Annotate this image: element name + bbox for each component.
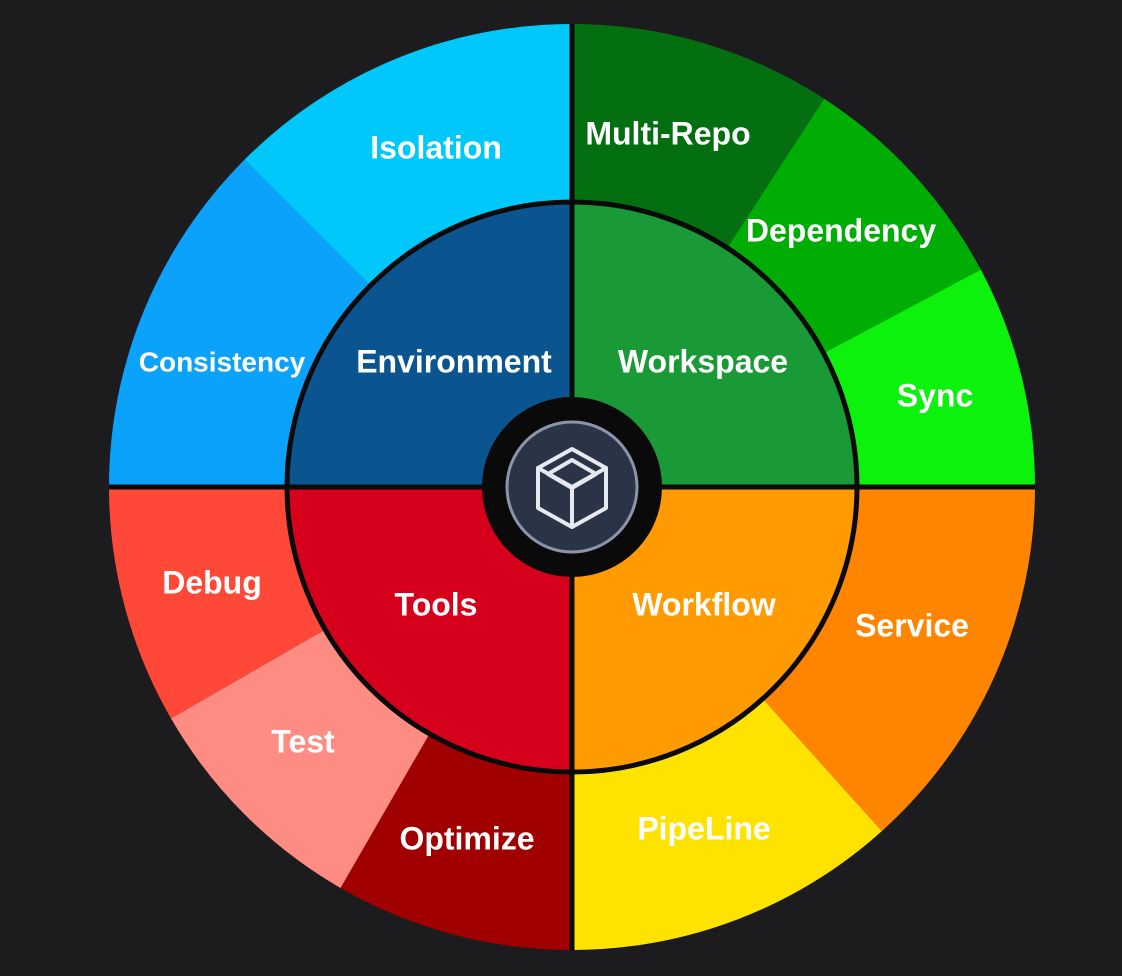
segment-test xyxy=(171,629,430,888)
cube-icon-stroke xyxy=(546,458,598,490)
segment-label: Test xyxy=(271,723,335,759)
center-hub xyxy=(482,397,662,577)
segment-dependency xyxy=(727,98,981,354)
inner-ring xyxy=(287,202,857,772)
segment-label: Debug xyxy=(162,564,262,600)
segment-optimize xyxy=(340,733,572,950)
segment-multi-repo xyxy=(572,24,825,248)
quadrant-workflow xyxy=(572,487,857,772)
cube-icon xyxy=(536,447,608,529)
segment-label: Isolation xyxy=(370,129,502,165)
segment-consistency xyxy=(109,159,371,487)
segment-service xyxy=(762,487,1035,832)
quadrant-tools xyxy=(287,487,572,772)
segment-debug xyxy=(109,487,326,719)
outer-ring xyxy=(109,24,1035,950)
segment-label: Sync xyxy=(897,377,973,413)
segment-label: Consistency xyxy=(139,346,306,377)
segment-label: Multi-Repo xyxy=(585,115,750,151)
quadrant-label: Environment xyxy=(356,343,552,379)
segment-label: PipeLine xyxy=(637,810,770,846)
quadrant-environment xyxy=(287,202,572,487)
quadrant-label: Workspace xyxy=(618,343,788,379)
segment-isolation xyxy=(244,24,572,286)
segment-label: Optimize xyxy=(399,820,534,856)
quadrant-label: Workflow xyxy=(632,586,776,622)
quadrant-workspace xyxy=(572,202,857,487)
segment-label: Service xyxy=(855,607,969,643)
segment-sync xyxy=(823,269,1035,487)
quadrant-label: Tools xyxy=(395,586,478,622)
segment-label: Dependency xyxy=(746,212,936,248)
